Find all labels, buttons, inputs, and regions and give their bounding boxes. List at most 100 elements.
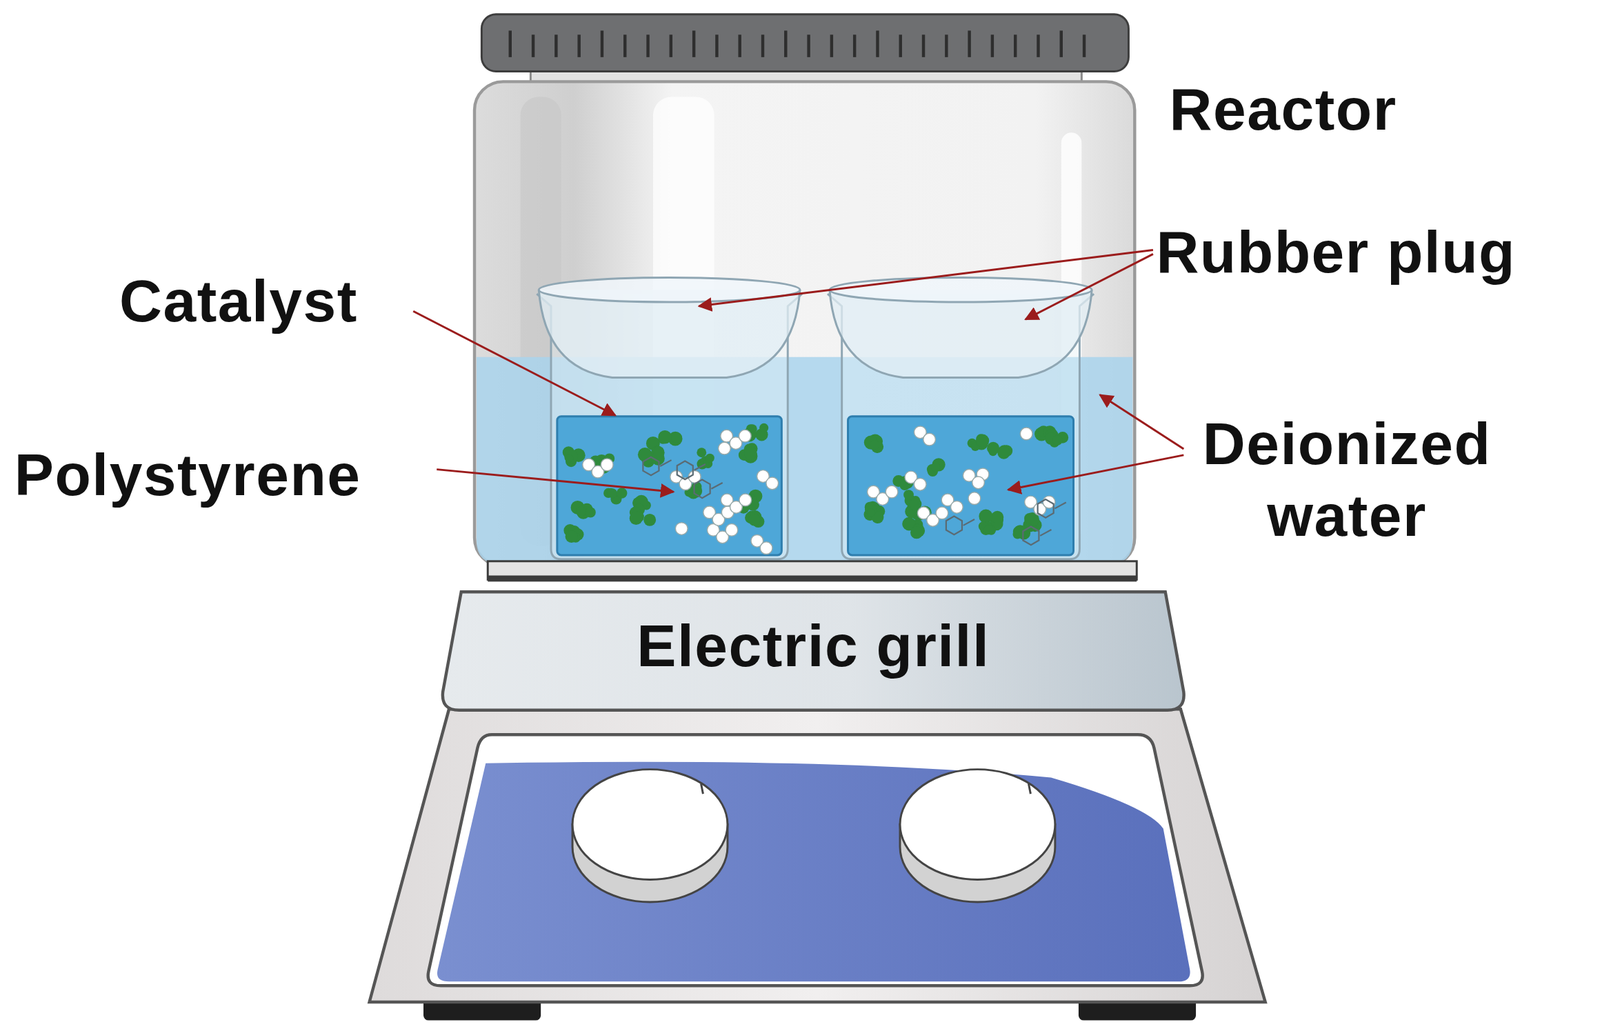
reactor-lid [646, 34, 649, 58]
beaker-pair [864, 425, 1069, 545]
part-label: Reactor [1169, 73, 1398, 145]
beaker-pair [1022, 526, 1039, 546]
reactor-lid [481, 14, 1129, 72]
reactor-lid [692, 30, 696, 57]
beaker-pair [950, 500, 963, 514]
beaker-pair [1040, 529, 1052, 536]
beaker-pair [657, 430, 672, 445]
reactor-lid [669, 34, 673, 58]
reactor-lid [531, 34, 535, 58]
beaker-pair [677, 461, 694, 480]
reactor-lid [944, 34, 948, 58]
reactor-lid [481, 14, 1129, 89]
reactor-lid [623, 34, 627, 58]
beaker-pair [629, 511, 643, 525]
reactor-lid [761, 34, 765, 58]
hotplate [369, 708, 1266, 1003]
beaker-pair [660, 460, 672, 467]
beaker-pair [759, 423, 769, 433]
beaker-pair [869, 440, 879, 449]
leader-line [1025, 253, 1154, 320]
hotplate [428, 734, 1203, 986]
beaker-pair [829, 277, 1092, 303]
beaker-pair [744, 446, 758, 460]
reactor-lid [853, 34, 856, 58]
beaker-pair [739, 493, 752, 507]
beaker-pair [718, 442, 732, 455]
beaker-pair [997, 446, 1010, 459]
beaker-pair [642, 457, 659, 476]
beaker-pair [616, 487, 628, 499]
beaker-pair [564, 450, 578, 465]
beaker-pair [1054, 502, 1066, 509]
reactor-lid [1060, 30, 1063, 57]
beaker-pair [607, 488, 618, 498]
beaker-pair [671, 432, 683, 444]
reactor-lid [1013, 34, 1017, 58]
beaker-pair [565, 530, 578, 543]
reactor-lid [1036, 34, 1040, 58]
beaker-pair [931, 462, 940, 472]
beaker-pair [963, 519, 975, 526]
beaker-pair [557, 416, 783, 556]
beaker-pair [725, 524, 738, 537]
beaker-pair [694, 479, 711, 498]
beaker-pair [748, 513, 760, 526]
beaker-pair [766, 477, 779, 490]
beaker-pair [968, 492, 981, 505]
beaker-pair [975, 434, 989, 448]
beaker-pair [903, 489, 914, 500]
reactor-lid [715, 34, 718, 58]
beaker-pair [913, 477, 927, 491]
beaker-pair [585, 506, 596, 518]
reactor-lid [510, 30, 1085, 57]
reactor-lid [737, 34, 741, 58]
hotplate [437, 762, 1191, 983]
reactor-lid [967, 30, 971, 57]
beaker-pair [696, 447, 707, 458]
reactor-jar [474, 81, 1135, 567]
hotplate [700, 783, 703, 794]
beaker-pair [983, 524, 994, 535]
hotplate [572, 769, 1056, 903]
hotplate [487, 575, 1137, 582]
beaker-pair [946, 516, 963, 536]
part-label: Catalyst [119, 265, 358, 337]
reactor-lid [784, 30, 787, 57]
beaker-pair [972, 476, 985, 489]
beaker-pair [991, 511, 1004, 524]
part-label: Polystyrene [14, 438, 362, 510]
beaker-pair [1052, 435, 1063, 446]
reactor-lid [991, 34, 994, 58]
beaker-pair [935, 506, 949, 520]
device-name: Electric grill [440, 589, 1186, 702]
beaker-pair [643, 513, 656, 527]
beaker-pair [885, 485, 898, 498]
beaker-pair [536, 277, 1094, 559]
beaker-pair [1013, 524, 1027, 538]
leader-line [436, 469, 674, 493]
reactor-lid [600, 30, 604, 57]
leader-line [1008, 455, 1184, 490]
beaker-pair [1020, 427, 1033, 440]
reactor-lid [554, 34, 558, 58]
hotplate [369, 561, 1266, 1021]
reactor-lid [830, 34, 834, 58]
beaker-pair [848, 416, 1074, 556]
hotplate [1028, 783, 1031, 794]
reactor-lid [899, 34, 903, 58]
leader-lines [413, 250, 1184, 493]
beaker-pair [705, 453, 715, 463]
beaker-pair [564, 454, 574, 463]
beaker-pair [575, 506, 587, 517]
reactor-lid [1082, 34, 1086, 58]
hotplate-top-band: Electric grill [440, 589, 1186, 715]
part-label: Rubber plug [1155, 216, 1516, 288]
leader-line [413, 311, 616, 416]
reactor-lid [577, 34, 580, 58]
reactor-lid [508, 30, 512, 57]
beaker-pair [711, 482, 723, 489]
beaker-pair [760, 542, 773, 555]
hotplate [572, 769, 728, 880]
hotplate [900, 769, 1056, 880]
